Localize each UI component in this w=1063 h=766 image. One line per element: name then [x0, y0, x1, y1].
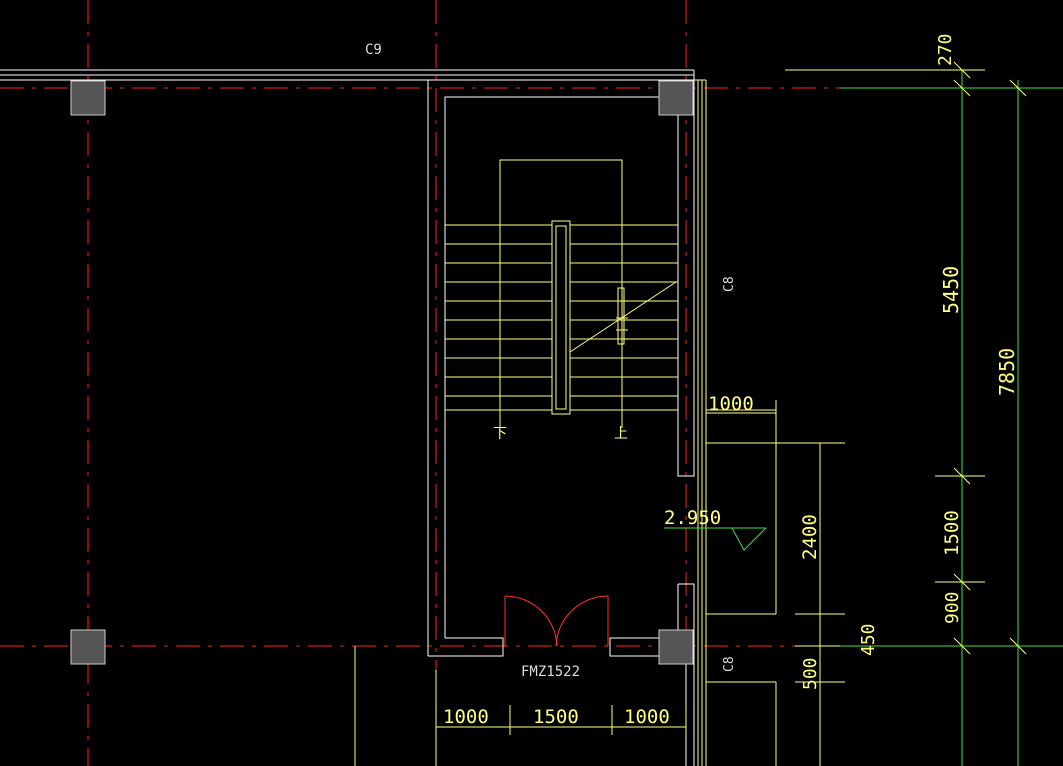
walls	[0, 69, 695, 766]
wall-right-double	[694, 79, 707, 766]
dim-5450: 5450	[939, 266, 963, 314]
column-4	[658, 629, 694, 665]
axis-lines	[0, 0, 840, 766]
door-tag: FMZ1522	[521, 664, 580, 680]
dim-7850: 7850	[995, 348, 1019, 396]
stair-flight	[445, 159, 678, 428]
dim-1500-vertical: 1500	[941, 510, 963, 556]
dim-1500-bottom: 1500	[533, 706, 579, 728]
level-mark-text: 2.950	[664, 507, 721, 529]
level-marker	[664, 527, 767, 551]
window-label-c9: C9	[365, 42, 382, 58]
dim-500: 500	[800, 657, 821, 690]
outer-dimension-lines	[840, 70, 1063, 766]
dim-1000-right: 1000	[708, 393, 754, 415]
stair-up-label: 上	[614, 426, 628, 442]
columns	[70, 80, 694, 665]
dim-1000-bottom-right: 1000	[624, 706, 670, 728]
inner-dimension-lines	[785, 61, 1027, 655]
dim-1000-bottom-left: 1000	[443, 706, 489, 728]
dim-2400: 2400	[799, 514, 821, 560]
dim-900: 900	[942, 591, 963, 624]
dim-450: 450	[858, 623, 879, 656]
window-lines	[354, 400, 845, 766]
dim-270: 270	[935, 33, 956, 66]
window-label-c8-lower: C8	[722, 656, 737, 672]
door-fm	[504, 595, 609, 647]
column-2	[658, 80, 694, 116]
cad-text-layer: C9 C8 C8 FMZ1522 下 上 2.950 270 5450 7850…	[365, 33, 1019, 728]
column-3	[70, 629, 106, 665]
column-1	[70, 80, 106, 116]
window-label-c8-upper: C8	[722, 276, 737, 292]
stair-down-label: 下	[493, 426, 507, 442]
